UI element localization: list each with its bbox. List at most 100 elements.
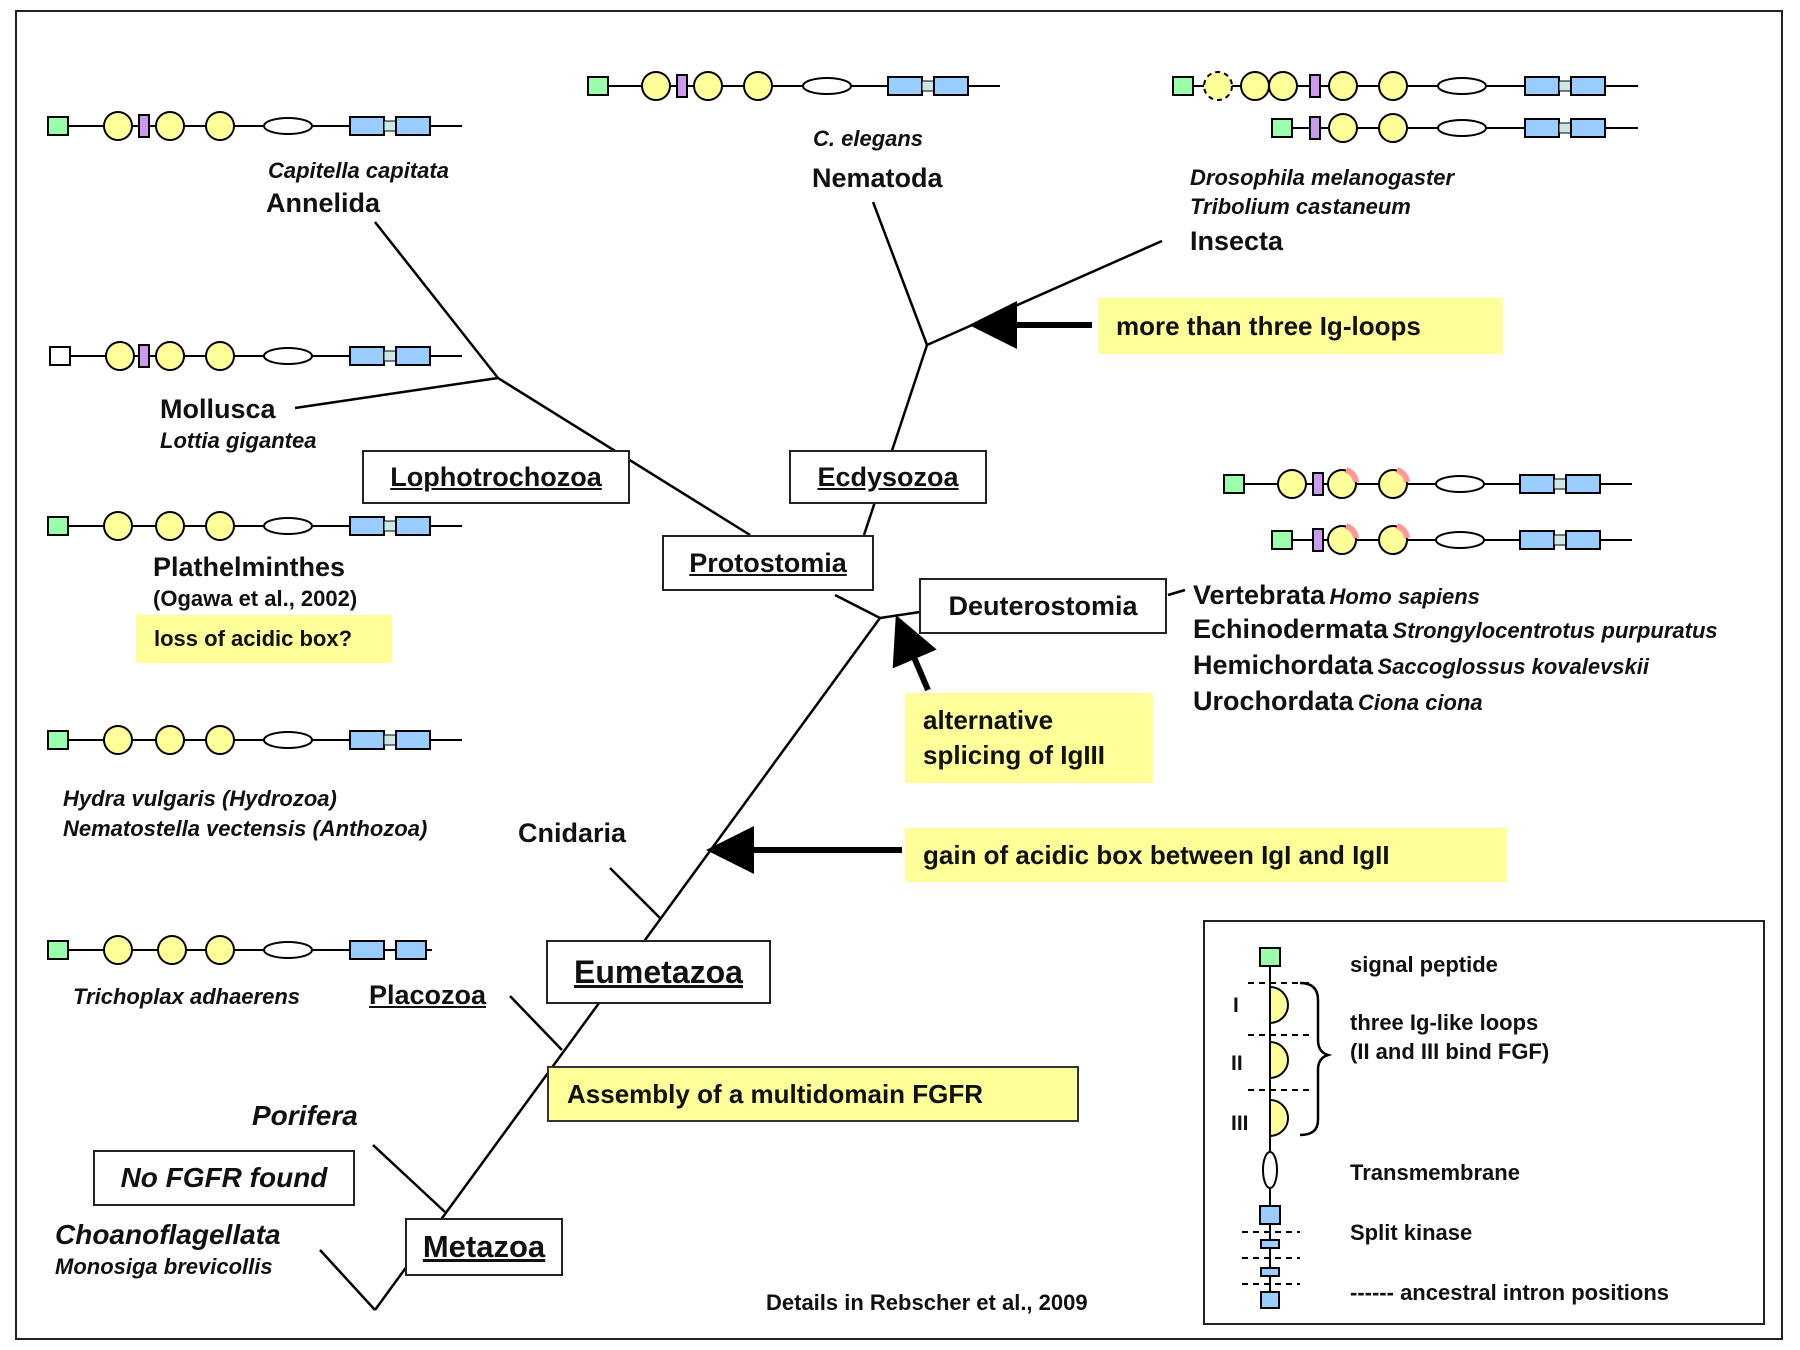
legend-ig-loop-glyph (1269, 985, 1289, 1025)
ig-loop-domain (1327, 469, 1357, 499)
fgfr-protein-diagrams (47, 71, 1638, 965)
ig-loop-domain (1328, 71, 1358, 101)
ig-loop-domain (1277, 469, 1307, 499)
signal-peptide-domain (1271, 530, 1293, 550)
deut-row-echinodermata: Echinodermata Strongylocentrotus purpura… (1193, 616, 1718, 643)
note-alt-splicing: alternative splicing of IgIII (905, 693, 1153, 783)
legend-ig-loop-glyph (1269, 1098, 1289, 1138)
ig-loop-domain (157, 935, 187, 965)
note-alt-splicing-line1: alternative (923, 704, 1054, 735)
kinase-insert (383, 350, 397, 362)
ig-loop-domain (205, 511, 235, 541)
taxon-annelida: Annelida (266, 188, 381, 218)
legend-ig-bind: (II and III bind FGF) (1350, 1039, 1550, 1064)
transmembrane-domain (263, 731, 313, 749)
ig-loop-domain (105, 341, 135, 371)
taxon-porifera: Porifera (252, 1100, 358, 1131)
legend-transmembrane: Transmembrane (1350, 1160, 1520, 1185)
transmembrane-domain (263, 117, 313, 135)
kinase-domain (1524, 118, 1560, 138)
clade-ecdysozoa: Ecdysozoa (789, 450, 987, 504)
species-trichoplax: Trichoplax adhaerens (73, 984, 301, 1009)
kinase-domain (887, 76, 923, 96)
kinase-domain (1519, 530, 1555, 550)
legend-brace (1299, 981, 1333, 1137)
acidic-box-domain (1309, 116, 1321, 140)
kinase-insert (383, 520, 397, 532)
ig-loop-domain (155, 725, 185, 755)
ig-loop-domain (205, 111, 235, 141)
acidic-box-domain (138, 344, 150, 368)
ig-loop-domain (641, 71, 671, 101)
note-assembly: Assembly of a multidomain FGFR (547, 1066, 1079, 1122)
kinase-domain (349, 940, 385, 960)
splice-mark (1344, 523, 1359, 539)
kinase-insert (1553, 478, 1567, 490)
note-alt-splicing-line2: splicing of IgIII (923, 740, 1105, 770)
clade-protostomia: Protostomia (662, 535, 874, 591)
kinase-domain (1570, 76, 1606, 96)
citation-ogawa: (Ogawa et al., 2002) (153, 586, 358, 611)
ig-loop-domain (205, 725, 235, 755)
ig-loop-domain (743, 71, 773, 101)
kinase-insert (921, 80, 935, 92)
ig-loop-domain (693, 71, 723, 101)
legend-box: signal peptide three Ig-like loops (II a… (1203, 920, 1765, 1325)
splice-mark (1395, 523, 1410, 539)
legend-ig-loops: three Ig-like loops (1350, 1010, 1539, 1035)
signal-peptide-domain (47, 116, 69, 136)
deut-species: Saccoglossus kovalevskii (1377, 654, 1650, 679)
ig-loop-domain (155, 111, 185, 141)
footer-citation: Details in Rebscher et al., 2009 (766, 1290, 1088, 1315)
species-tribolium: Tribolium castaneum (1190, 194, 1411, 219)
acidic-box-domain (1312, 528, 1324, 552)
species-c-elegans: C. elegans (813, 126, 924, 151)
signal-peptide-domain (1172, 76, 1194, 96)
deut-species: Homo sapiens (1329, 584, 1480, 609)
kinase-insert (383, 120, 397, 132)
signal-peptide-domain (49, 346, 71, 366)
kinase-insert (383, 734, 397, 746)
legend-split-kinase: Split kinase (1350, 1220, 1473, 1245)
signal-peptide-domain (587, 76, 609, 96)
taxon-cnidaria: Cnidaria (518, 818, 627, 848)
protein-tribolium (1271, 113, 1638, 143)
taxon-choanoflagellata: Choanoflagellata (55, 1219, 281, 1250)
ig-loop-domain (155, 341, 185, 371)
kinase-domain (349, 730, 385, 750)
deut-row-hemichordata: Hemichordata Saccoglossus kovalevskii (1193, 652, 1649, 679)
ig-loop-domain (205, 935, 235, 965)
signal-peptide-domain (47, 940, 69, 960)
splice-mark (1395, 467, 1410, 483)
acidic-box-domain (1312, 472, 1324, 496)
kinase-domain (395, 730, 431, 750)
signal-peptide-domain (47, 730, 69, 750)
protein-c-elegans (587, 71, 1000, 101)
taxon-mollusca: Mollusca (160, 394, 276, 424)
kinase-domain (395, 116, 431, 136)
protein-cnidaria (47, 725, 462, 755)
legend-signal-peptide-glyph (1259, 947, 1281, 967)
kinase-insert (1558, 122, 1572, 134)
deut-group: Hemichordata (1193, 650, 1374, 680)
species-drosophila: Drosophila melanogaster (1190, 165, 1455, 190)
signal-peptide-domain (1271, 118, 1293, 138)
kinase-domain (1565, 530, 1601, 550)
legend-signal-peptide: signal peptide (1350, 952, 1498, 977)
ig-loop-domain (103, 725, 133, 755)
ig-loop-domain (1203, 71, 1233, 101)
note-ig-loops: more than three Ig-loops (1098, 298, 1503, 354)
kinase-domain (395, 346, 431, 366)
figure-frame (15, 10, 1783, 1340)
note-acidic-gain: gain of acidic box between IgI and IgII (905, 828, 1507, 882)
legend-kinase-glyph (1259, 1205, 1281, 1225)
kinase-insert (1553, 534, 1567, 546)
ig-loop-domain (103, 935, 133, 965)
kinase-domain (349, 116, 385, 136)
ig-loop-domain (1240, 71, 1270, 101)
clade-deuterostomia: Deuterostomia (919, 578, 1167, 634)
species-monosiga: Monosiga brevicollis (55, 1254, 273, 1279)
deut-row-vertebrata: Vertebrata Homo sapiens (1193, 582, 1480, 609)
protein-annelida (47, 111, 462, 141)
transmembrane-domain (1435, 531, 1485, 549)
